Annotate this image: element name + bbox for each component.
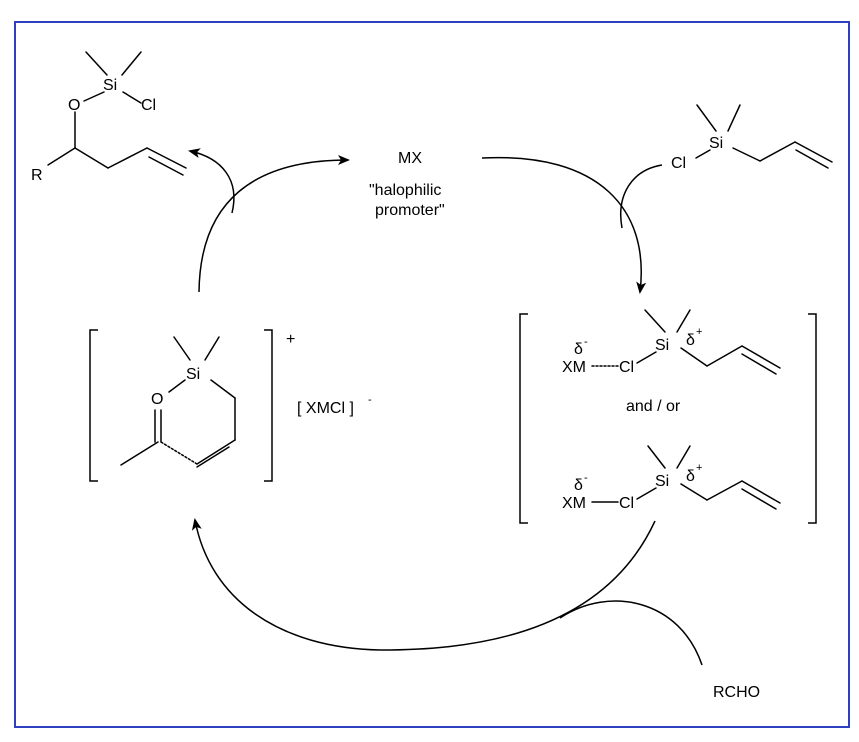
transition-state-bracket	[89, 329, 273, 482]
xm-label: XM	[562, 495, 586, 512]
bond	[795, 149, 829, 169]
bond	[695, 149, 711, 159]
dashed-bond	[160, 441, 198, 465]
right-bracket	[808, 313, 817, 524]
product-silyl-ether-structure: Si O Cl R	[31, 51, 187, 184]
bond	[732, 147, 761, 162]
bond	[196, 446, 230, 468]
bond	[83, 91, 105, 102]
cycle-arrow-to-promoter	[198, 155, 350, 293]
product-r-group: R	[31, 167, 43, 184]
delta-minus-symbol: δ	[574, 341, 583, 358]
release-arrow-to-product	[188, 148, 235, 214]
bond	[741, 353, 777, 375]
activated-complex-top: δ - XM Cl Si δ +	[562, 309, 781, 376]
bond	[636, 487, 657, 500]
delta-plus-sign: +	[696, 326, 702, 338]
allylsilane-reagent-structure: Cl Si	[671, 104, 833, 172]
reagent-cl-atom: Cl	[671, 155, 686, 172]
counterion-label: [ XMCl ] -	[297, 394, 372, 417]
bond	[741, 345, 781, 369]
transition-state-structure: Si O	[120, 336, 236, 468]
bond	[680, 483, 708, 501]
promoter-description-line1: "halophilic	[369, 182, 441, 199]
left-bracket	[89, 329, 98, 482]
cycle-arrow-to-transition-state	[191, 518, 656, 651]
product-cl-atom: Cl	[141, 97, 156, 114]
cycle-arrow-to-activated-complex	[481, 156, 647, 294]
product-si-atom: Si	[103, 77, 117, 94]
bond	[122, 91, 142, 104]
promoter-description-line2: promoter"	[375, 202, 445, 219]
bond	[759, 141, 796, 162]
bond	[121, 51, 142, 76]
bond	[696, 104, 717, 132]
bond	[676, 445, 691, 469]
bond	[168, 379, 186, 393]
activated-complex-bracket	[519, 313, 817, 524]
bond	[173, 336, 191, 361]
bond	[146, 147, 187, 169]
and-or-connector: and / or	[626, 398, 681, 415]
reagent-entry-arrow	[620, 164, 663, 229]
aldehyde-entry-arrow	[559, 600, 703, 666]
product-o-atom: O	[68, 97, 80, 114]
bond	[120, 441, 159, 466]
reagent-si-atom: Si	[709, 135, 723, 152]
bond	[148, 156, 184, 176]
transition-state-charge: +	[286, 331, 295, 348]
bond	[727, 104, 741, 132]
si-atom: Si	[655, 337, 669, 354]
bond	[741, 480, 781, 504]
bond	[47, 147, 76, 166]
bond	[636, 351, 657, 364]
xm-label: XM	[562, 359, 586, 376]
bond	[706, 480, 743, 501]
counterion-charge: -	[368, 394, 372, 406]
bond	[706, 345, 743, 367]
bond	[741, 488, 777, 510]
bond	[647, 445, 666, 469]
bond	[210, 379, 236, 399]
cl-atom: Cl	[619, 495, 634, 512]
delta-minus-sign: -	[584, 472, 588, 484]
bond	[676, 309, 691, 333]
diagram-frame	[14, 21, 850, 728]
delta-plus-sign: +	[696, 462, 702, 474]
ts-o-atom: O	[151, 391, 163, 408]
bond	[644, 309, 666, 333]
delta-minus-sign: -	[584, 336, 588, 348]
aldehyde-label: RCHO	[713, 684, 760, 701]
right-bracket	[264, 329, 273, 482]
bond	[794, 141, 833, 163]
delta-minus-symbol: δ	[574, 477, 583, 494]
bond	[204, 336, 220, 361]
promoter-label: MX "halophilic promoter"	[369, 150, 445, 219]
promoter-formula: MX	[398, 150, 422, 167]
si-atom: Si	[655, 473, 669, 490]
cl-atom: Cl	[619, 359, 634, 376]
ts-si-atom: Si	[186, 366, 200, 383]
bond	[196, 439, 236, 465]
left-bracket	[519, 313, 528, 524]
bond	[74, 147, 109, 169]
delta-plus-symbol: δ	[686, 332, 695, 349]
delta-plus-symbol: δ	[686, 468, 695, 485]
counterion-formula: [ XMCl ]	[297, 400, 354, 417]
bond	[680, 347, 708, 367]
bond	[85, 51, 108, 76]
bond	[107, 147, 148, 169]
activated-complex-bottom: δ - XM Cl Si δ +	[562, 445, 781, 512]
